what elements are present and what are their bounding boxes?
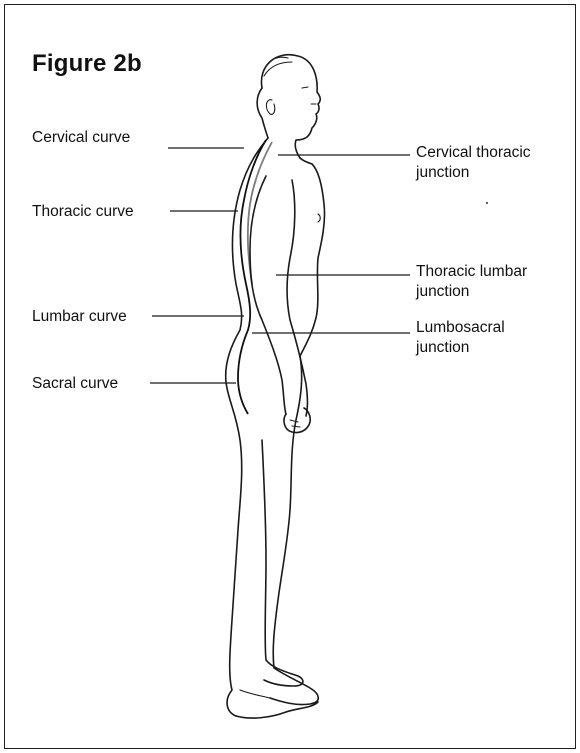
front-leg-outline xyxy=(270,356,318,705)
label-lumbosacral-line1: Lumbosacral xyxy=(416,319,505,336)
label-lumbosacral-line2: junction xyxy=(415,339,469,356)
head-outline xyxy=(261,55,320,158)
arm-outline xyxy=(250,176,286,414)
hair-outline xyxy=(257,88,268,138)
label-cervical-curve: Cervical curve xyxy=(32,129,130,146)
label-thoracic-curve: Thoracic curve xyxy=(32,203,134,220)
label-sacral-curve: Sacral curve xyxy=(32,375,118,392)
label-thoracic-lumbar-line2: junction xyxy=(415,283,469,300)
label-cervical-thoracic-line1: Cervical thoracic xyxy=(416,144,531,161)
chest-outline xyxy=(300,164,325,356)
label-thoracic-lumbar-line1: Thoracic lumbar xyxy=(416,263,527,280)
label-lumbar-curve: Lumbar curve xyxy=(32,308,127,325)
label-cervical-thoracic-line2: junction xyxy=(415,164,469,181)
back-outline xyxy=(226,138,268,716)
far-leg-outline xyxy=(262,440,303,686)
ear-outline xyxy=(266,100,274,115)
human-figure-outline xyxy=(226,55,325,718)
